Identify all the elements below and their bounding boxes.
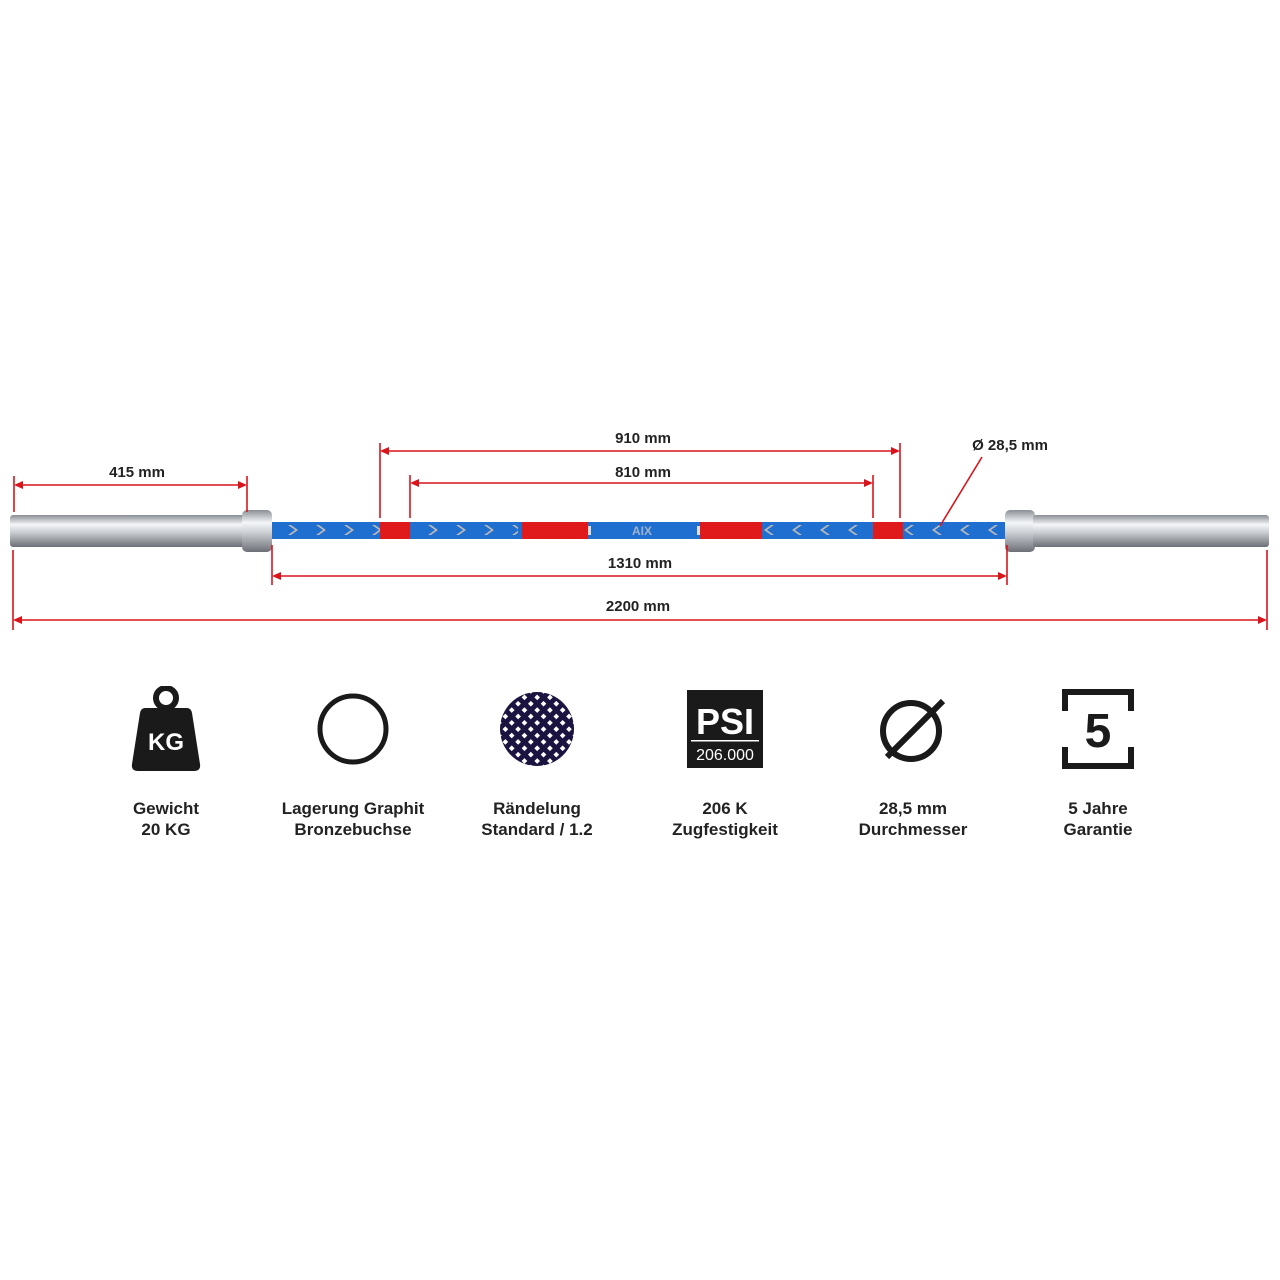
knurl-mark-right [873,522,903,539]
feature-line1: Rändelung [493,799,581,818]
total-length-label: 2200 mm [606,598,670,615]
feature-line2: 20 KG [141,820,191,839]
shaft-length-label: 1310 mm [608,555,672,572]
knurling-icon [500,692,574,766]
feature-line2: Zugfestigkeit [672,820,778,839]
dimension-lines [12,443,1268,630]
warranty-5-icon: 5 [1062,689,1134,769]
right-collar [1005,510,1035,552]
diameter-icon [880,698,946,762]
psi-icon: PSI 206.000 [687,690,763,768]
feature-line2: Standard / 1.2 [481,820,593,839]
feature-tensile: PSI 206.000 206 K Zugfestigkeit [630,686,820,840]
shaft: AIX [272,522,1005,539]
feature-line1: 206 K [702,799,748,818]
svg-text:206.000: 206.000 [696,747,754,764]
diameter-label: Ø 28,5 mm [972,437,1048,454]
svg-text:PSI: PSI [696,701,754,742]
left-collar [242,510,272,552]
outer-knurl-label: 910 mm [615,430,671,447]
right-sleeve [1033,515,1269,547]
knurl-mark-left [380,522,410,539]
feature-diameter: 28,5 mm Durchmesser [818,686,1008,840]
bar-logo: AIX [632,524,652,538]
ring-icon [317,693,389,765]
svg-text:5: 5 [1085,705,1112,758]
inner-knurl-label: 810 mm [615,464,671,481]
center-band-left [522,522,588,539]
feature-line1: Lagerung Graphit [281,799,425,818]
feature-weight: KG Gewicht 20 KG [71,686,261,840]
kettlebell-weight-icon: KG [131,686,201,771]
barbell: AIX [10,510,1269,552]
svg-text:KG: KG [148,729,184,756]
left-sleeve [10,515,246,547]
feature-line2: Durchmesser [858,820,968,839]
center-band-right [700,522,762,539]
feature-line1: 5 Jahre [1068,799,1128,818]
feature-line2: Bronzebuchse [294,820,412,839]
sleeve-length-label: 415 mm [109,464,165,481]
feature-line2: Garantie [1063,820,1133,839]
feature-line1: Gewicht [132,799,200,818]
feature-line1: 28,5 mm [878,799,948,818]
